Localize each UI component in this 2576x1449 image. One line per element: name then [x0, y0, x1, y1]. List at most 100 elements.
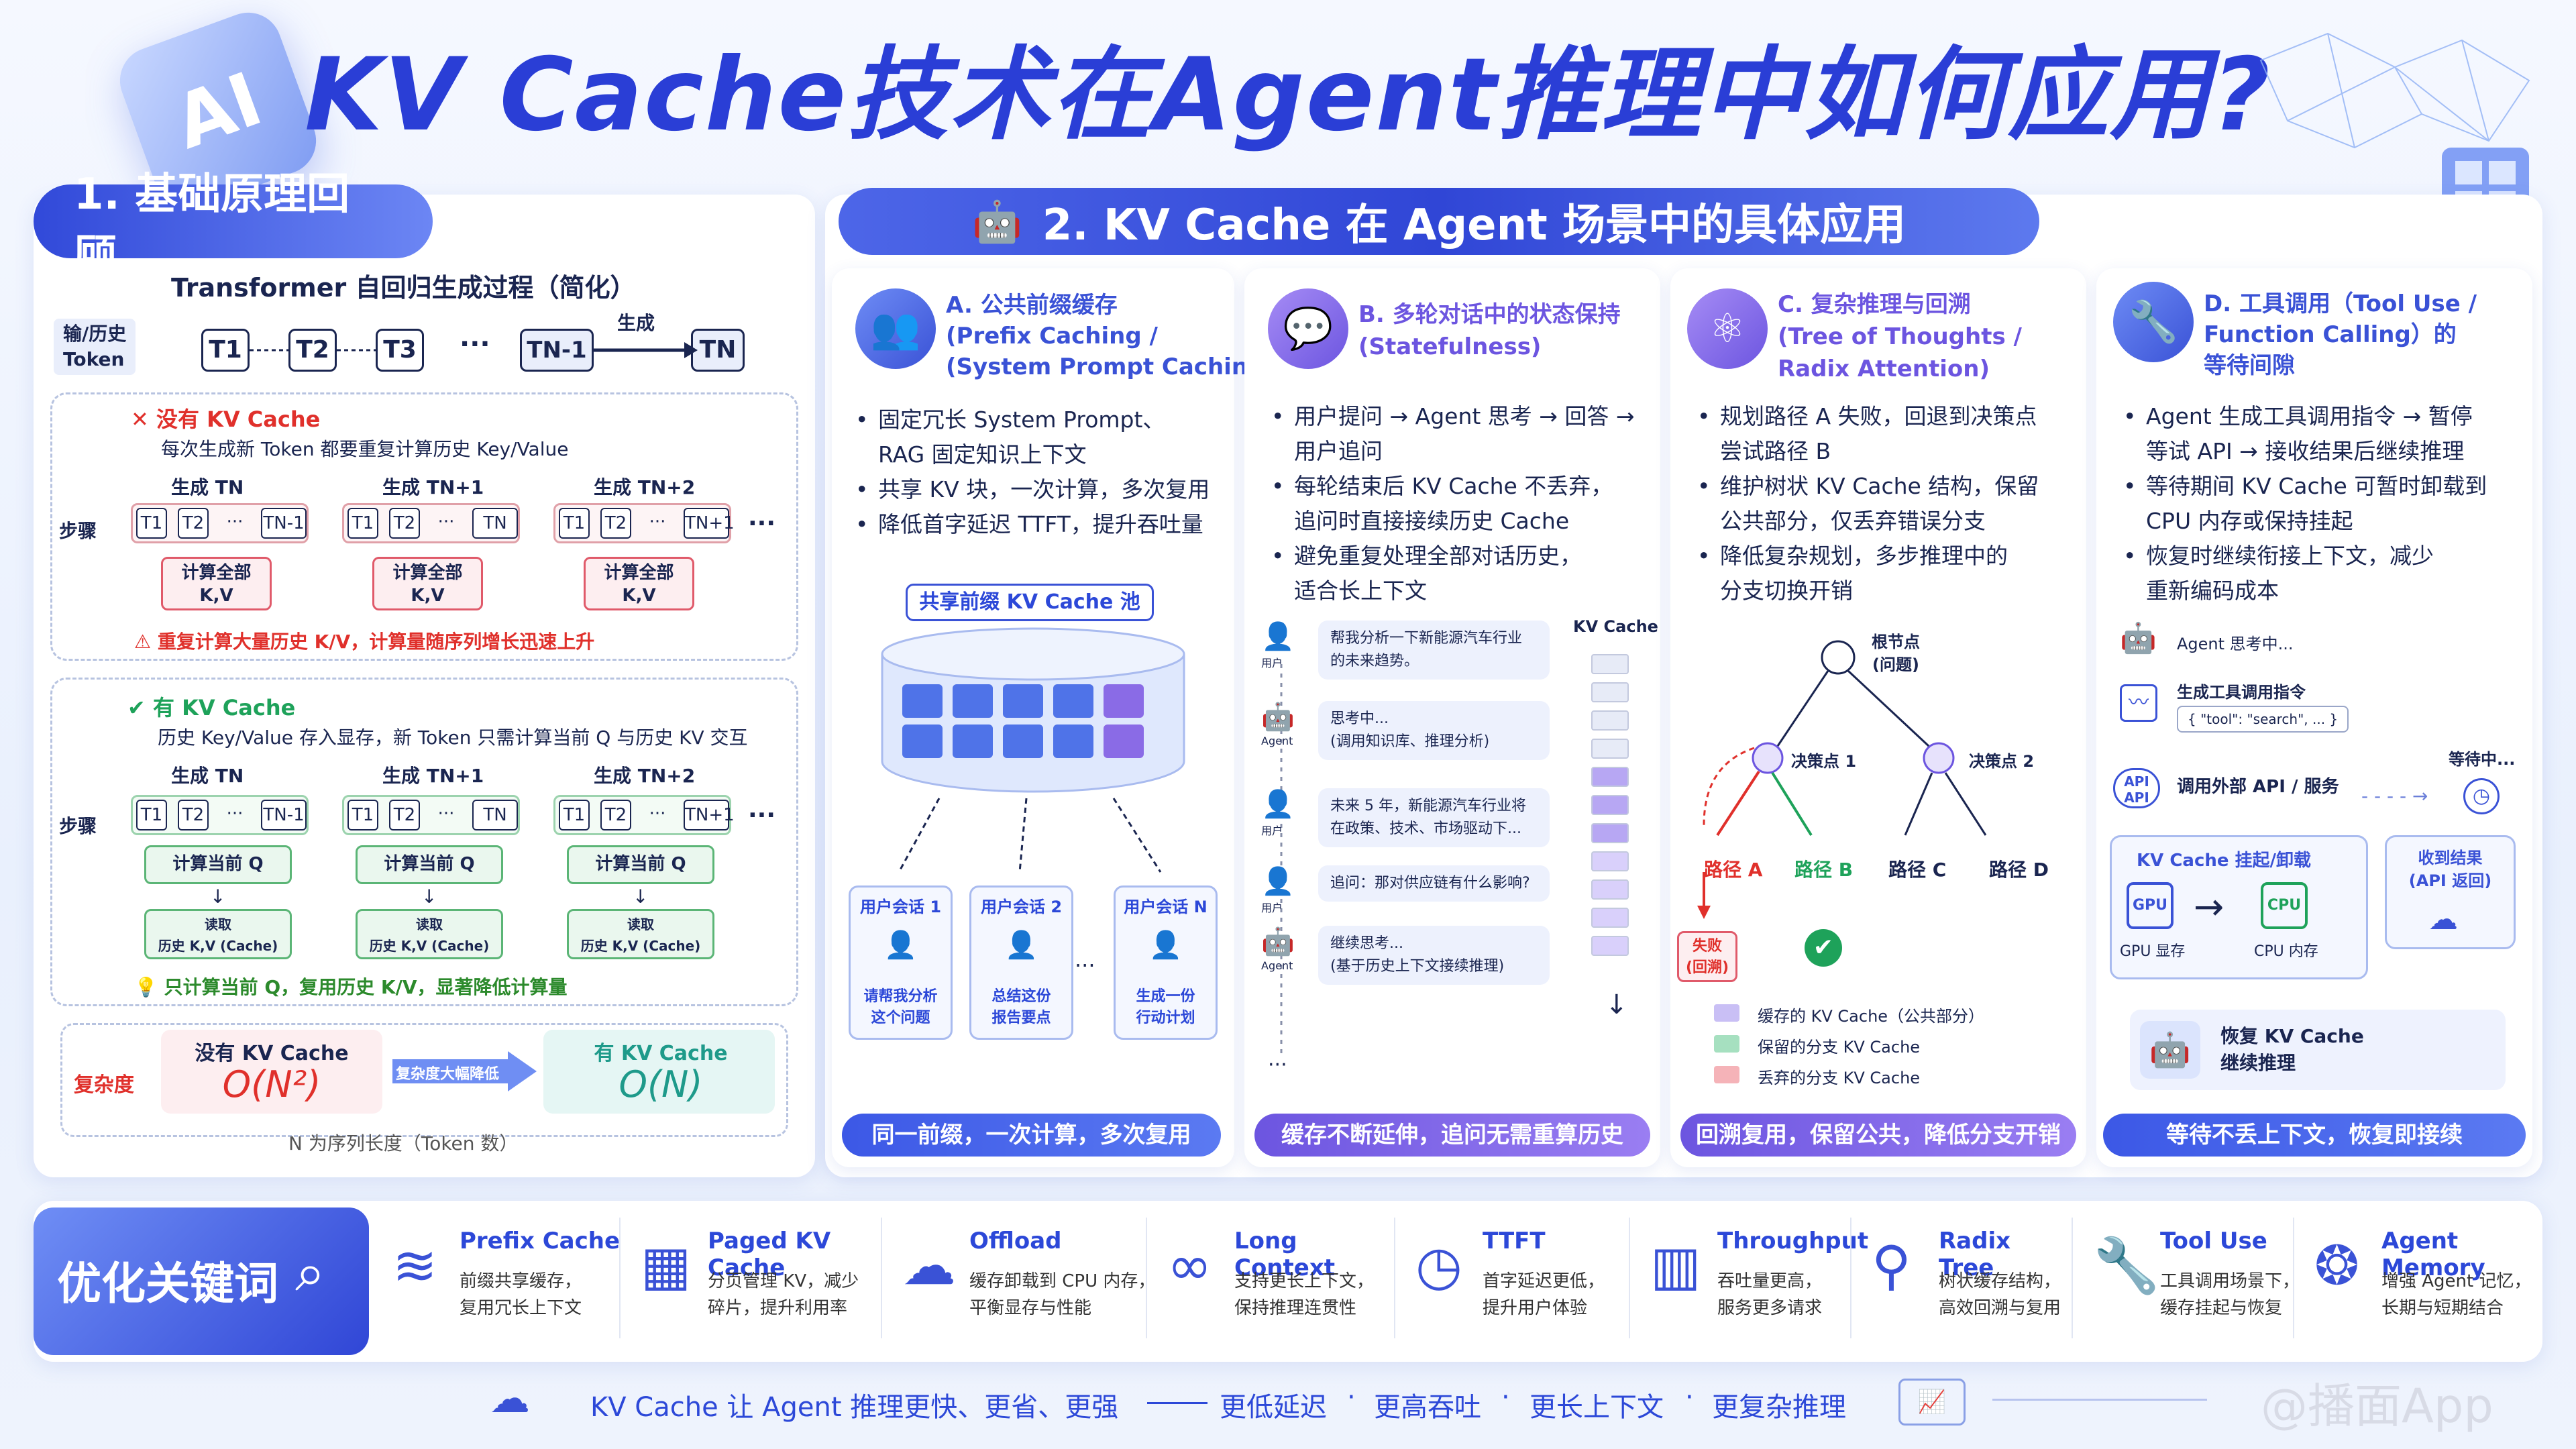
token: TN-1: [261, 508, 307, 539]
token-connectors: [250, 342, 698, 358]
keyword-divider: [1850, 1218, 1851, 1338]
keyword-divider: [2293, 1218, 2294, 1338]
keyword-divider: [1146, 1218, 1147, 1338]
token: TN: [472, 800, 518, 830]
token: T1: [136, 800, 167, 830]
step-label-1: 步骤: [59, 520, 97, 542]
keyword-title: Paged KV Cache: [708, 1228, 831, 1281]
with-cache-complexity-title: 有 KV Cache: [594, 1042, 728, 1065]
agent-avatar-icon: 🤖: [1261, 926, 1295, 957]
lightbulb-icon: 💡: [134, 976, 164, 998]
legend-common: 缓存的 KV Cache（公共部分）: [1758, 1007, 1985, 1026]
step-label-2: 步骤: [59, 815, 97, 837]
no-cache-warning: ⚠ 重复计算大量历史 K/V，计算量随序列增长迅速上升: [134, 631, 595, 653]
user-icon: 👤: [1004, 930, 1038, 961]
read-cache-box: 读取 历史 K,V (Cache): [356, 909, 503, 959]
decision-2-label: 决策点 2: [1969, 752, 2035, 771]
card-c-bullet: 规划路径 A 失败，回退到决策点 尝试路径 B: [1697, 399, 2086, 469]
kv-cache-block: [1591, 823, 1629, 843]
waiting-clock-icon: ◷: [2463, 778, 2500, 814]
session-ellipsis: ···: [1075, 953, 1095, 978]
session-card[interactable]: [849, 885, 953, 1040]
keyword-title: Throughput: [1717, 1228, 1869, 1254]
card-d-bullet: 恢复时继续衔接上下文，减少 重新编码成本: [2123, 539, 2526, 608]
keyword-desc: 工具调用场景下， 缓存挂起与恢复: [2160, 1271, 2300, 1318]
card-a-title: A. 公共前缀缓存 (Prefix Caching / (System Prom…: [946, 292, 1275, 380]
user-avatar-icon: 👤: [1261, 789, 1295, 820]
session-title: 用户会话 2: [980, 898, 1063, 916]
keyword-desc: 首字延迟更低， 提升用户体验: [1483, 1271, 1605, 1318]
keyword-desc: 分页管理 KV，减少 碎片，提升利用率: [708, 1271, 859, 1318]
token: TN+1: [684, 800, 735, 830]
with-cache-tip: 💡 只计算当前 Q，复用历史 K/V，显著降低计算量: [134, 976, 568, 998]
card-b-bullets: 用户提问 → Agent 思考 → 回答 → 用户追问 每轮结束后 KV Cac…: [1271, 399, 1660, 608]
token: ···: [226, 804, 244, 824]
user-icon: 👤: [1148, 930, 1183, 961]
cpu-label: CPU 内存: [2254, 943, 2318, 960]
card-a-bullet: 降低首字延迟 TTFT，提升吞吐量: [855, 507, 1231, 542]
legend-swatch-discarded: [1714, 1066, 1739, 1083]
keyword-desc: 前缀共享缓存， 复用冗长上下文: [460, 1271, 582, 1318]
with-cache-complexity-card: [543, 1030, 775, 1114]
session-title: 用户会话 1: [859, 898, 942, 916]
complexity-note: N 为序列长度（Token 数）: [288, 1132, 519, 1155]
footer-dot: ·: [1501, 1382, 1510, 1413]
compute-current-q-box: 计算当前 Q: [567, 845, 714, 884]
compute-current-q-box: 计算当前 Q: [356, 845, 503, 884]
robot-icon: 🤖: [971, 198, 1022, 246]
token: T1: [347, 508, 378, 539]
kv-cache-block: [1591, 795, 1629, 815]
keyword-title: Offload: [969, 1228, 1062, 1254]
session-card[interactable]: [1114, 885, 1218, 1040]
section1-title: 1. 基础原理回顾: [34, 170, 433, 281]
card-c-bullet: 降低复杂规划，多步推理中的 分支切换开销: [1697, 539, 2086, 608]
no-cache-desc: 每次生成新 Token 都要重复计算历史 Key/Value: [161, 438, 569, 460]
keyword-desc: 吞吐量更高， 服务更多请求: [1717, 1271, 1823, 1318]
footer-text: KV Cache 让 Agent 推理更快、更省、更强: [590, 1392, 1119, 1423]
gpu-chip-icon: GPU: [2127, 882, 2174, 929]
card-a-bullets: 固定冗长 System Prompt、 RAG 固定知识上下文 共享 KV 块，…: [855, 402, 1231, 542]
decision-1-label: 决策点 1: [1791, 752, 1857, 771]
token: TN-1: [261, 800, 307, 830]
infinity-icon: ∞: [1167, 1234, 1212, 1297]
grid-icon: ▦: [641, 1234, 692, 1297]
compute-all-kv-box: 计算全部 K,V: [584, 557, 694, 610]
token-t2: T2: [288, 329, 337, 372]
kv-cache-block: [1591, 739, 1629, 759]
agent-thinking: Agent 思考中...: [2177, 635, 2294, 653]
footer-tag: 更低延迟: [1220, 1392, 1327, 1423]
keyword-divider: [1629, 1218, 1630, 1338]
token: T2: [178, 800, 209, 830]
compute-all-kv-box: 计算全部 K,V: [372, 557, 483, 610]
user-tag: 用户: [1261, 902, 1283, 914]
chat-bubble-icon: 💬: [1268, 288, 1348, 369]
no-cache-complexity-value: O(N²): [222, 1063, 321, 1106]
pool-arrows: [898, 798, 1162, 873]
token: T1: [559, 800, 590, 830]
token: T2: [389, 508, 420, 539]
no-cache-complexity-title: 没有 KV Cache: [195, 1042, 349, 1065]
down-arrow: ↓: [210, 885, 226, 908]
chat-message: 思考中... (调用知识库、推理分析): [1318, 701, 1550, 760]
wait-dashed-arrow: - - - - →: [2361, 785, 2428, 807]
agent-tag: Agent: [1261, 959, 1293, 972]
group-label: 生成 TN+2: [594, 476, 696, 498]
keyword-desc: 缓存卸载到 CPU 内存， 平衡显存与性能: [969, 1271, 1156, 1318]
decision-tree: [1697, 640, 1987, 919]
chat-message: 追问：那对供应链有什么影响?: [1318, 865, 1550, 902]
legend-swatch-common: [1714, 1004, 1739, 1022]
group-label: 生成 TN: [171, 476, 244, 498]
complexity-label: 复杂度: [74, 1073, 134, 1097]
token: T1: [347, 800, 378, 830]
fail-backtrack-box: 失败 (回溯): [1677, 931, 1737, 982]
session-card[interactable]: [969, 885, 1073, 1040]
group-label: 生成 TN+1: [382, 476, 484, 498]
token-ellipsis: ···: [460, 329, 490, 360]
kv-cache-block: [1591, 654, 1629, 674]
down-arrow: ↓: [421, 885, 437, 908]
token: ···: [649, 512, 666, 532]
